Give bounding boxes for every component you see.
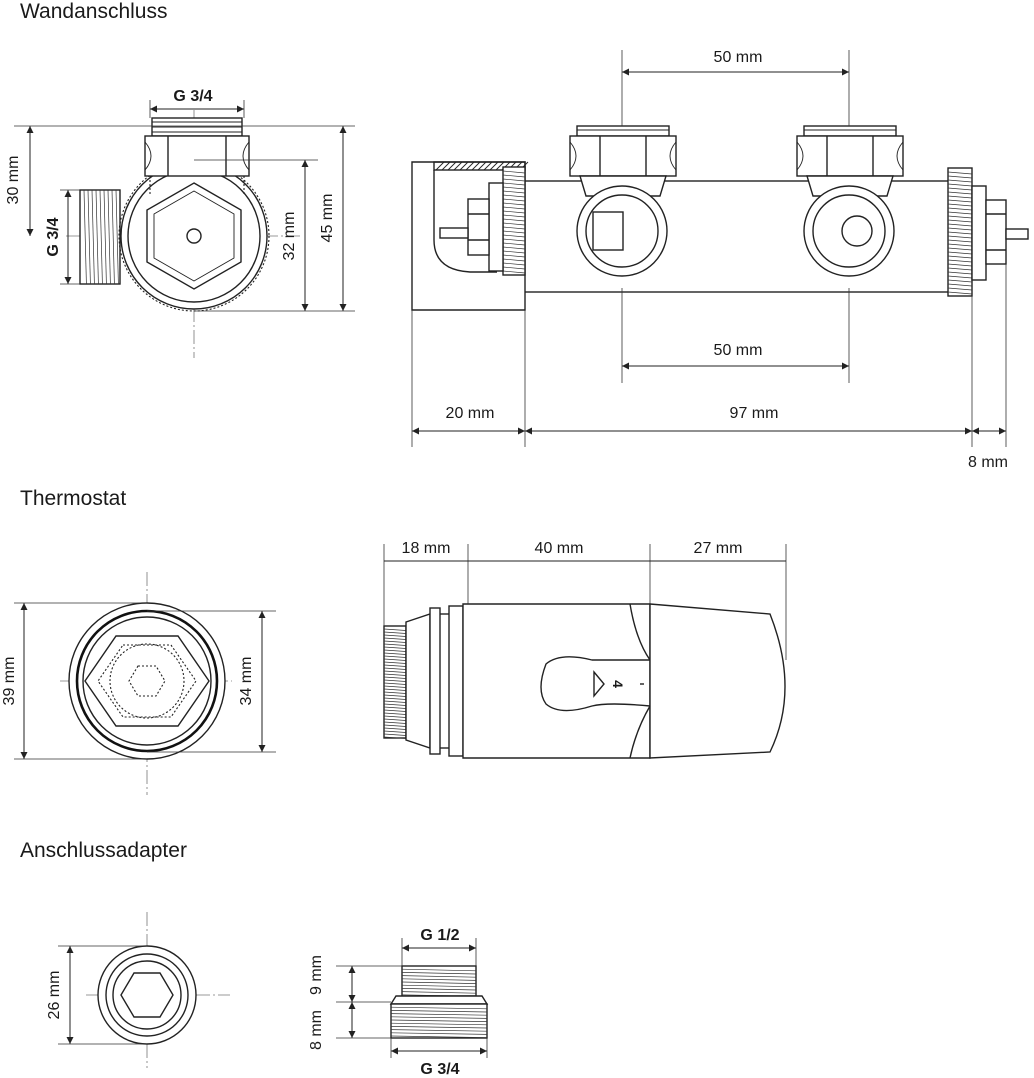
- valve-connection-right: [796, 125, 904, 277]
- label-dim-45mm: 45 mm: [319, 194, 336, 243]
- label-dim-97mm: 97 mm: [730, 405, 779, 422]
- label-dim-9mm: 9 mm: [308, 955, 325, 995]
- label-dim-20mm: 20 mm: [446, 405, 495, 422]
- label-dim-30mm: 30 mm: [5, 156, 22, 205]
- wandanschluss-front-view: 50 mm 50 mm 20 mm 97 mm 8 mm: [411, 49, 1029, 471]
- label-dim-40mm: 40 mm: [535, 540, 584, 557]
- wandanschluss-side-view: G 3/4 G 3/4 30 mm 32 mm 45 mm: [5, 88, 355, 358]
- section-title-anschlussadapter: Anschlussadapter: [20, 839, 187, 862]
- label-thread-top-g34: G 3/4: [173, 88, 212, 105]
- label-dim-bottom-50mm: 50 mm: [714, 342, 763, 359]
- label-thread-left-g34: G 3/4: [45, 217, 62, 256]
- adapter-side-view: 9 mm 8 mm G 1/2 G 3/4: [308, 927, 489, 1078]
- valve-connection-left: [569, 125, 677, 277]
- adapter-end-view: 26 mm: [46, 912, 230, 1068]
- side-thread-stub: [79, 189, 121, 285]
- label-thermostat-scale-4: 4: [610, 680, 626, 688]
- label-dim-27mm: 27 mm: [694, 540, 743, 557]
- section-title-thermostat: Thermostat: [20, 487, 127, 510]
- label-dim-34mm: 34 mm: [238, 657, 255, 706]
- label-dim-top-50mm: 50 mm: [714, 49, 763, 66]
- label-thread-g12: G 1/2: [420, 927, 459, 944]
- thermostat-end-view: 39 mm 34 mm: [1, 572, 276, 795]
- label-dim-8mm: 8 mm: [968, 454, 1008, 471]
- label-thread-g34: G 3/4: [420, 1061, 459, 1078]
- label-dim-8mm: 8 mm: [308, 1010, 325, 1050]
- thermostat-side-view: 4 18 mm 40 mm 27 mm: [383, 540, 787, 759]
- label-dim-32mm: 32 mm: [281, 212, 298, 261]
- label-dim-39mm: 39 mm: [1, 657, 18, 706]
- section-title-wandanschluss: Wandanschluss: [20, 0, 168, 23]
- side-top-nut: [144, 117, 250, 196]
- label-dim-18mm: 18 mm: [402, 540, 451, 557]
- label-dim-26mm: 26 mm: [46, 971, 63, 1020]
